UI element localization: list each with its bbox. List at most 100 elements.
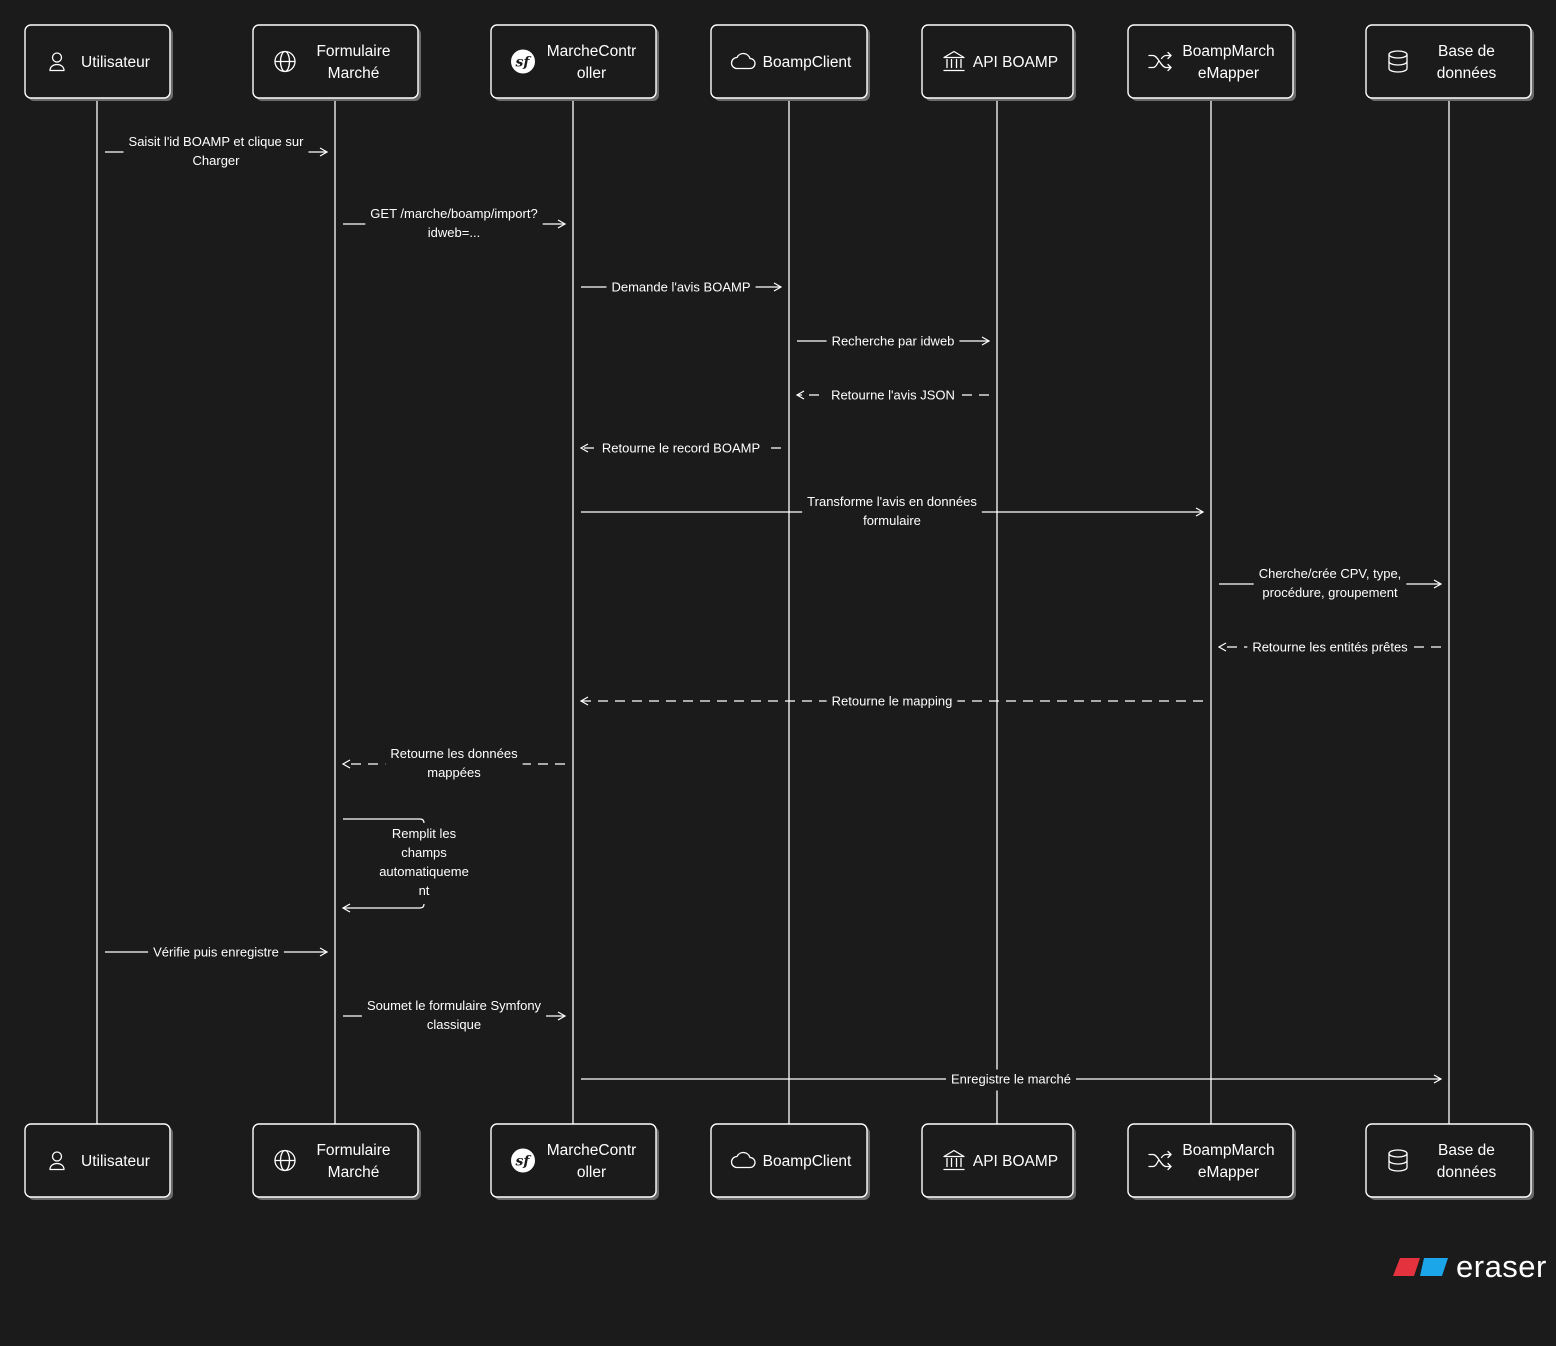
participant-label: Base de: [1438, 43, 1495, 60]
message-label: Transforme l'avis en données: [807, 494, 977, 509]
arrow-head: [1433, 1074, 1443, 1084]
arrow-head: [557, 219, 567, 229]
participant-label: oller: [577, 65, 606, 82]
message-label: procédure, groupement: [1262, 585, 1398, 600]
participant-label: eMapper: [1198, 1164, 1259, 1181]
message-label: Cherche/crée CPV, type,: [1259, 566, 1402, 581]
participant-label: Marché: [328, 1164, 380, 1181]
label-background: [123, 132, 309, 172]
participant-user-top: Utilisateur: [24, 24, 173, 101]
arrow-head: [341, 759, 351, 769]
message-4: Recherche par idweb: [797, 331, 991, 353]
label-background: [826, 385, 960, 407]
message-11: Retourne les données mappées: [341, 744, 565, 784]
message-label: automatiqueme: [379, 864, 469, 879]
participant-db-bottom: Base de données: [1365, 1123, 1534, 1200]
message-label: idweb=...: [428, 225, 480, 240]
label-background: [385, 744, 523, 784]
label-background: [606, 277, 756, 299]
arrow-head: [579, 696, 589, 706]
label-background: [148, 942, 284, 964]
message-15: Enregistre le marché: [581, 1069, 1443, 1091]
message-label: Retourne le mapping: [832, 694, 953, 709]
database-icon: [1388, 1149, 1408, 1172]
svg-text:sf: sf: [516, 1154, 533, 1170]
arrow-head: [319, 147, 329, 157]
label-background: [802, 492, 982, 532]
participant-label: MarcheContr: [547, 1142, 637, 1159]
arrow-head: [319, 947, 329, 957]
cloud-icon: [730, 1151, 756, 1169]
message-label: Recherche par idweb: [832, 334, 955, 349]
user-icon: [49, 1151, 65, 1171]
message-label: Retourne les données: [390, 746, 518, 761]
participant-label: API BOAMP: [973, 1153, 1058, 1170]
participant-client-bottom: BoampClient: [710, 1123, 870, 1200]
arrow-head: [341, 903, 351, 913]
participant-label: Base de: [1438, 1142, 1495, 1159]
participant-label: oller: [577, 1164, 606, 1181]
participant-user-bottom: Utilisateur: [24, 1123, 173, 1200]
message-label: classique: [427, 1017, 481, 1032]
user-icon: [49, 52, 65, 72]
arrow-head: [773, 282, 783, 292]
message-label: Charger: [193, 153, 241, 168]
message-label: Retourne les entités prêtes: [1252, 640, 1408, 655]
arrow-head: [795, 390, 805, 400]
participant-mapper-top: BoampMarch eMapper: [1127, 24, 1296, 101]
participant-client-top: BoampClient: [710, 24, 870, 101]
participant-label: BoampMarch: [1182, 1142, 1274, 1159]
participant-label: API BOAMP: [973, 54, 1058, 71]
arrow-head: [1433, 579, 1443, 589]
message-3: Demande l'avis BOAMP: [581, 277, 783, 299]
participant-label: données: [1437, 1164, 1497, 1181]
message-2: GET /marche/boamp/import?idweb=...: [343, 204, 567, 244]
label-background: [596, 438, 766, 460]
participant-label: Marché: [328, 65, 380, 82]
shuffle-icon: [1148, 1150, 1172, 1171]
message-label: mappées: [427, 765, 481, 780]
message-label: nt: [419, 883, 430, 898]
svg-text:sf: sf: [516, 55, 533, 71]
participant-ctrl-bottom: MarcheContr oller: [490, 1123, 659, 1200]
arrow-head: [1195, 507, 1205, 517]
arrow-head: [557, 1011, 567, 1021]
participant-label: Utilisateur: [81, 1153, 150, 1170]
participant-label: MarcheContr: [547, 43, 637, 60]
message-5: Retourne l'avis JSON: [795, 385, 989, 407]
message-9: Retourne les entités prêtes: [1217, 637, 1441, 659]
self-message-line: [343, 818, 425, 909]
participant-api-top: API BOAMP: [921, 24, 1076, 101]
label-background: [365, 204, 543, 244]
globe-icon: [274, 50, 296, 73]
participant-label: Utilisateur: [81, 54, 150, 71]
message-8: Cherche/crée CPV, type, procédure, groupe…: [1219, 564, 1443, 604]
eraser-logo: eraser: [1392, 1249, 1547, 1285]
participant-label: BoampClient: [763, 54, 852, 71]
message-label: Soumet le formulaire Symfony: [367, 998, 542, 1013]
database-icon: [1388, 50, 1408, 73]
message-label: Demande l'avis BOAMP: [611, 280, 750, 295]
message-label: Retourne le record BOAMP: [602, 441, 760, 456]
participant-mapper-bottom: BoampMarch eMapper: [1127, 1123, 1296, 1200]
bank-icon: [943, 1149, 965, 1171]
participant-api-bottom: API BOAMP: [921, 1123, 1076, 1200]
participant-label: eMapper: [1198, 65, 1259, 82]
cloud-icon: [730, 52, 756, 70]
bank-icon: [943, 50, 965, 72]
shuffle-icon: [1148, 51, 1172, 72]
participant-label: BoampClient: [763, 1153, 852, 1170]
message-10: Retourne le mapping: [579, 691, 1203, 713]
arrow-head: [579, 443, 589, 453]
participant-label: Formulaire: [316, 1142, 390, 1159]
participant-label: BoampMarch: [1182, 43, 1274, 60]
label-background: [946, 1069, 1076, 1091]
message-14: Soumet le formulaire Symfony classique: [343, 996, 567, 1036]
label-background: [1247, 637, 1413, 659]
message-label: champs: [401, 845, 447, 860]
